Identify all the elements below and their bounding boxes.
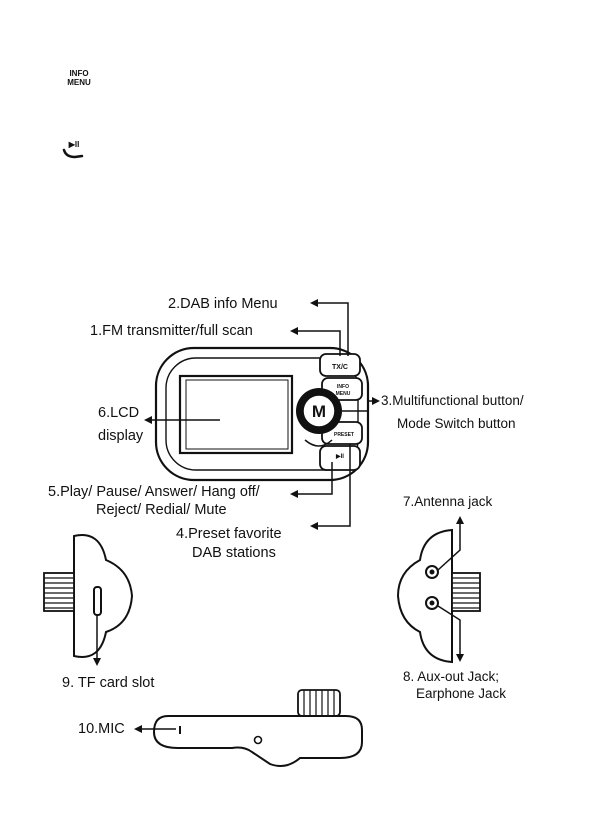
arrow-mic xyxy=(134,725,142,733)
info-button-label: INFO xyxy=(337,384,349,390)
left-knob-grip xyxy=(44,578,74,608)
right-knob-grip xyxy=(452,578,480,608)
label-multifunctional-line2: Mode Switch button xyxy=(397,414,516,434)
label-lcd-line1: 6.LCD xyxy=(98,403,139,423)
label-antenna: 7.Antenna jack xyxy=(403,492,492,512)
label-lcd-line2: display xyxy=(98,426,143,446)
label-tf-card: 9. TF card slot xyxy=(62,673,154,693)
label-mic: 10.MIC xyxy=(78,719,125,739)
tx-button-label: TX/C xyxy=(332,364,348,371)
arrow-dab-info xyxy=(310,299,318,307)
arrow-preset xyxy=(310,522,318,530)
arrow-lcd xyxy=(144,416,152,424)
right-side-body xyxy=(398,530,452,662)
label-fm-transmitter: 1.FM transmitter/full scan xyxy=(90,321,253,341)
arrow-tf xyxy=(93,658,101,666)
m-button-label: M xyxy=(312,402,326,421)
arrow-play xyxy=(290,490,298,498)
label-multifunctional-line1: 3.Multifunctional button/ xyxy=(381,391,524,411)
label-play-line1: 5.Play/ Pause/ Answer/ Hang off/ xyxy=(48,482,260,502)
left-knob xyxy=(44,573,74,611)
lcd-screen xyxy=(180,376,292,453)
right-knob xyxy=(452,573,480,611)
menu-button-label: MENU xyxy=(336,391,351,397)
label-preset-line2: DAB stations xyxy=(192,543,276,563)
arrow-multifunctional xyxy=(372,397,380,405)
preset-button-label: PRESET xyxy=(334,432,354,438)
tf-card-slot xyxy=(94,587,101,615)
play-button-label: ▶II xyxy=(335,453,344,460)
arrow-antenna xyxy=(456,516,464,524)
label-aux-line2: Earphone Jack xyxy=(416,684,506,704)
left-side-body xyxy=(74,535,132,657)
label-play-line2: Reject/ Redial/ Mute xyxy=(96,500,227,520)
label-dab-info-menu: 2.DAB info Menu xyxy=(168,294,278,314)
bottom-hole xyxy=(255,737,262,744)
label-preset-line1: 4.Preset favorite xyxy=(176,524,282,544)
arrow-aux xyxy=(456,654,464,662)
arrow-fm xyxy=(290,327,298,335)
